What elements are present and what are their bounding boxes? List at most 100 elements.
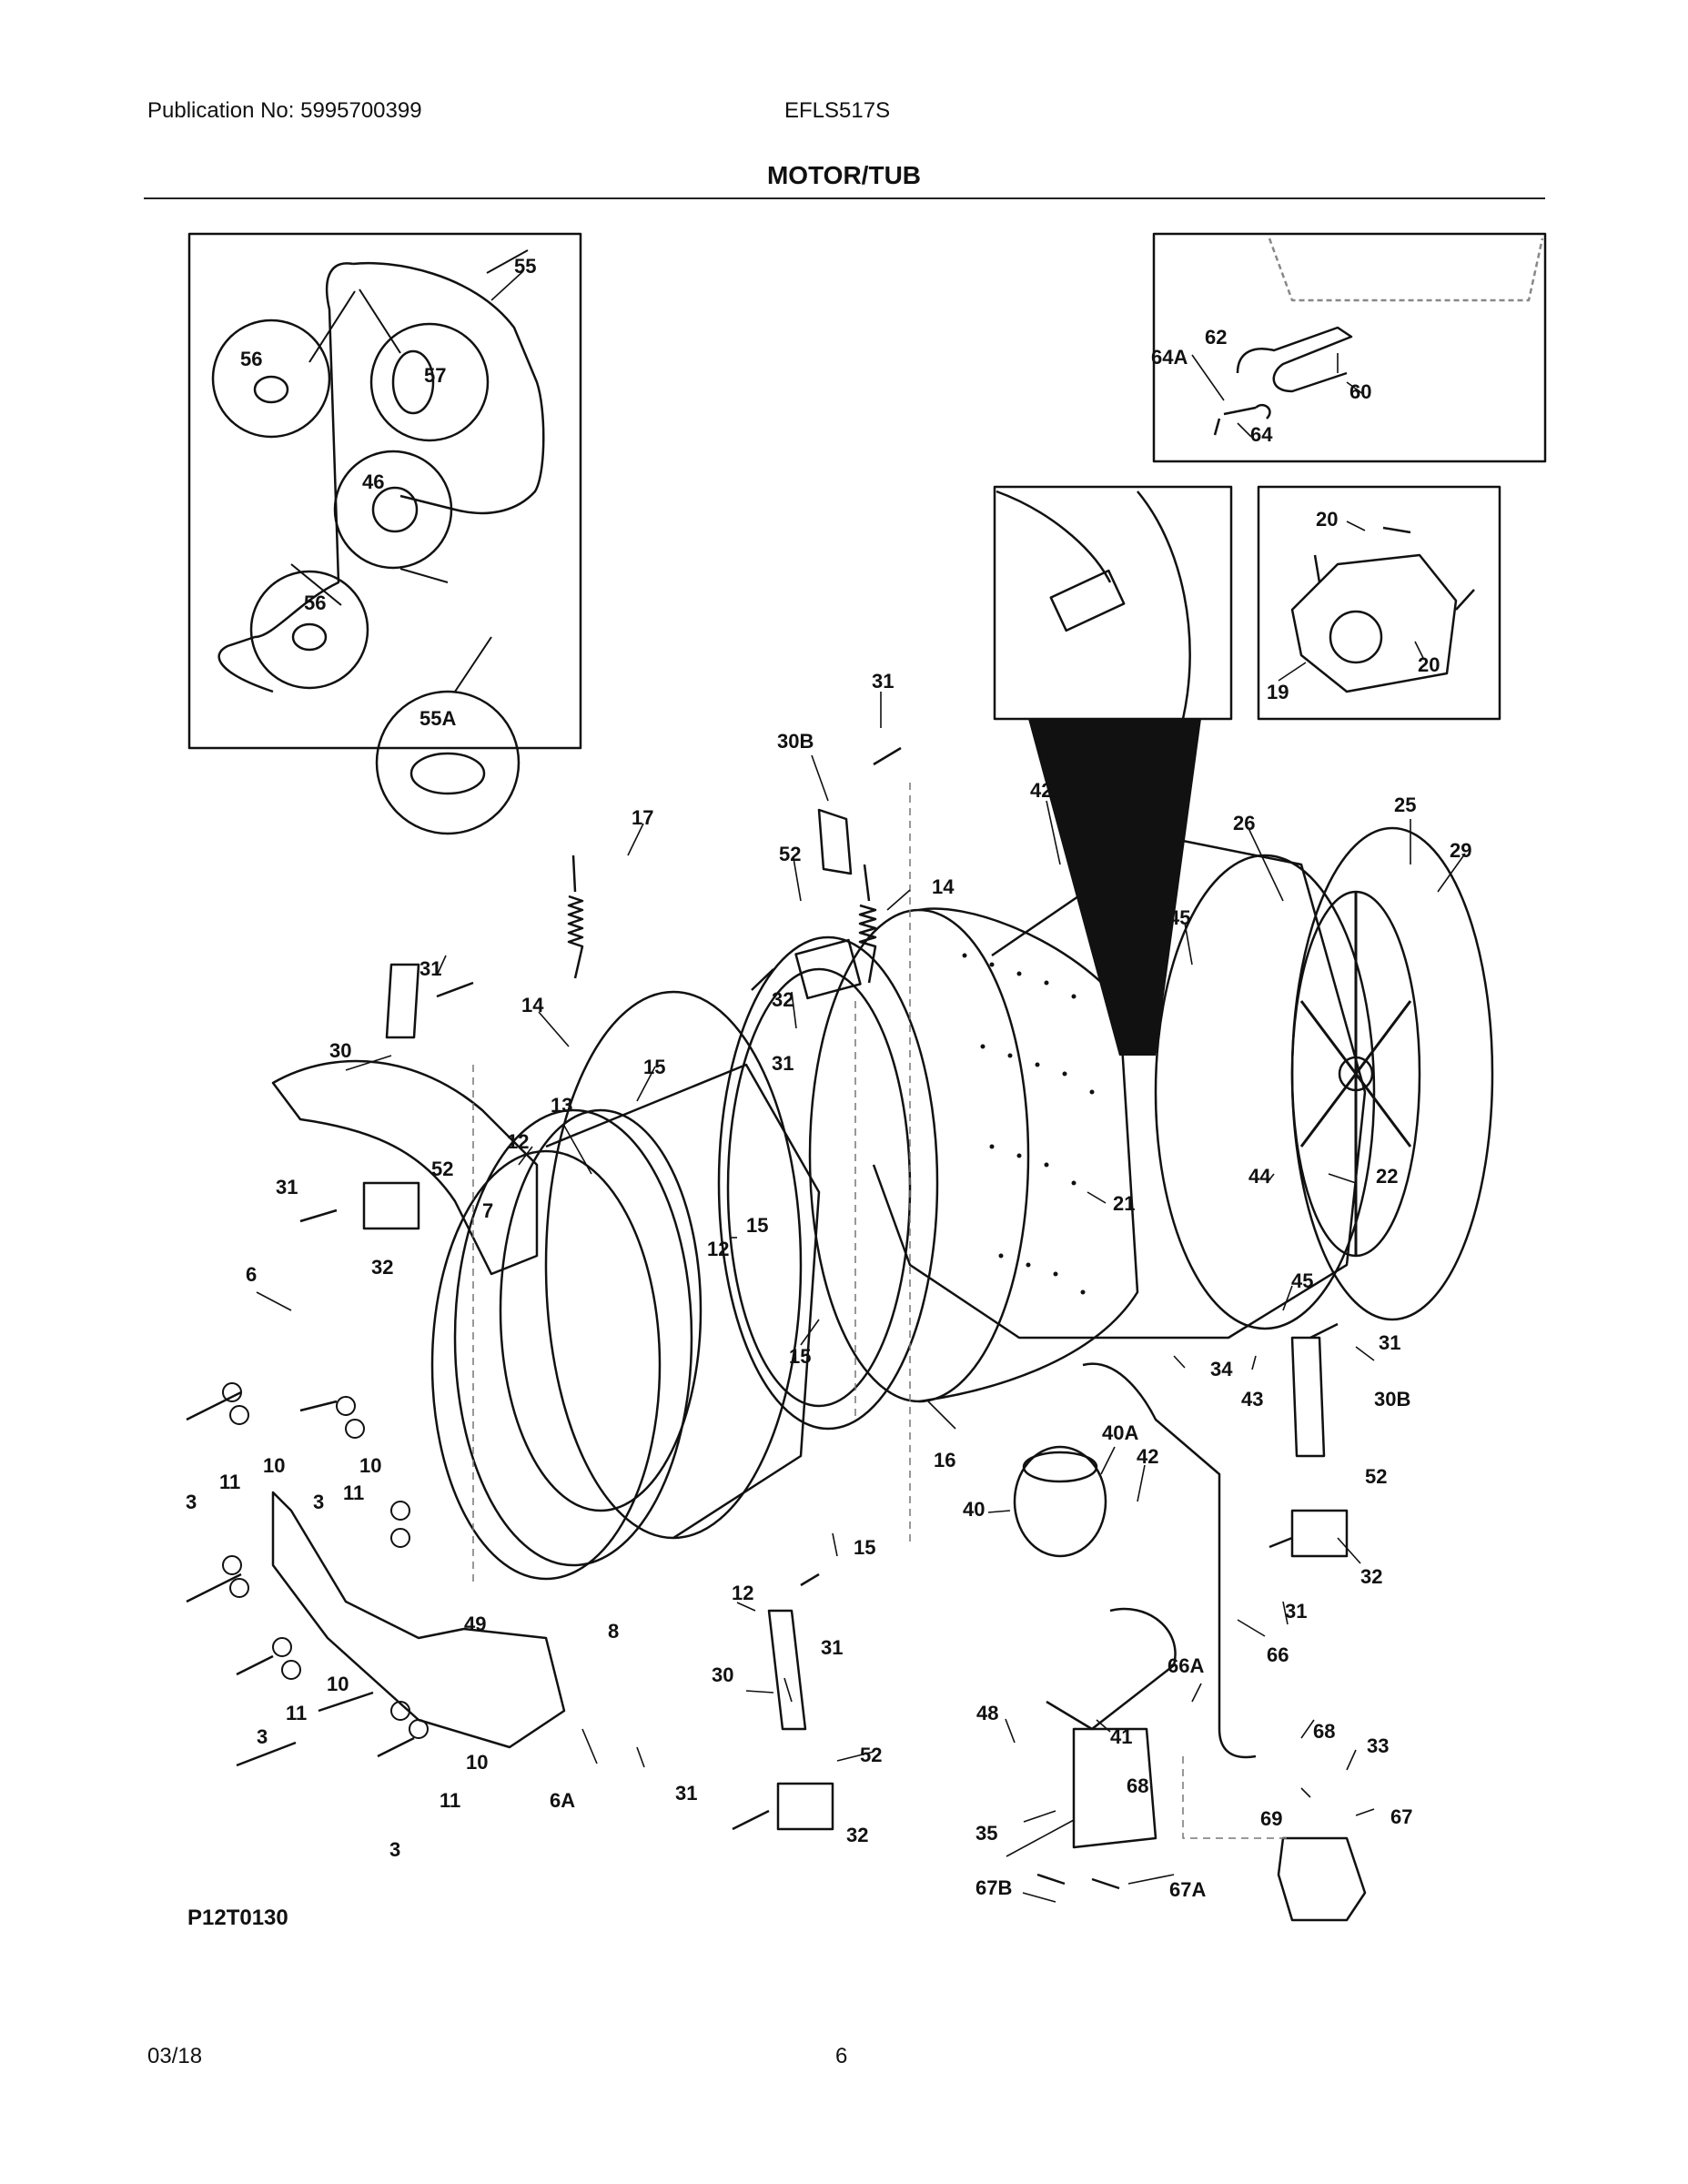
callout-32: 32 (772, 988, 793, 1011)
callout-52: 52 (1365, 1465, 1387, 1488)
outer-tub-rear (1154, 854, 1376, 1330)
callout-67B: 67B (975, 1876, 1012, 1899)
filter-40 (1013, 1445, 1107, 1558)
detail-pointer (1028, 719, 1201, 1056)
callout-6: 6 (246, 1263, 257, 1286)
callout-10: 10 (359, 1454, 381, 1477)
publication-date: 03/18 (147, 2044, 203, 2068)
callout-62: 62 (1205, 326, 1227, 349)
callout-25: 25 (1394, 794, 1416, 816)
callout-26: 26 (1233, 812, 1255, 834)
bolts-31 (299, 746, 1339, 1831)
drum-21-body (918, 907, 1139, 1403)
damper-30-left (385, 963, 420, 1039)
nut-64 (1213, 403, 1271, 436)
callout-14: 14 (521, 994, 544, 1016)
callout-45: 45 (1291, 1269, 1313, 1292)
callout-11: 11 (343, 1481, 364, 1504)
callout-45: 45 (1168, 906, 1190, 929)
clamp-ring-49 (430, 1149, 662, 1581)
callout-66: 66 (1267, 1643, 1289, 1666)
counterweight-6A (271, 1491, 566, 1749)
outer-tub-22 (872, 835, 1367, 1340)
callout-66A: 66A (1167, 1654, 1204, 1677)
inset-hose-box (187, 232, 582, 750)
callout-42: 42 (1137, 1445, 1158, 1468)
clamp-46 (371, 486, 419, 533)
spring-14-left (567, 854, 584, 979)
filter-cap-40A (1022, 1451, 1098, 1483)
callout-48: 48 (976, 1702, 998, 1724)
callout-56: 56 (304, 592, 326, 614)
pump-35 (1072, 1727, 1157, 1849)
callout-55A: 55A (419, 707, 456, 730)
damper-30-bottom (767, 1609, 807, 1731)
grommet-57 (391, 349, 435, 415)
callout-30: 30 (329, 1039, 351, 1062)
inset-motor-box (1257, 485, 1501, 721)
callout-46: 46 (362, 470, 384, 493)
callout-40: 40 (963, 1498, 985, 1521)
callout-31: 31 (419, 957, 441, 980)
pulley-hub (1338, 1056, 1374, 1092)
callout-30B: 30B (777, 730, 814, 753)
bracket-32-right (1290, 1509, 1349, 1558)
callout-44: 44 (1248, 1165, 1271, 1188)
bracket-32-bottom (776, 1782, 834, 1831)
callout-3: 3 (389, 1838, 400, 1861)
callout-3: 3 (186, 1491, 197, 1513)
callout-15: 15 (789, 1345, 811, 1368)
page-number: 6 (835, 2044, 848, 2068)
callout-31: 31 (872, 670, 894, 693)
hose-part-55-b (352, 261, 545, 515)
counterweight-6 (271, 1059, 539, 1276)
callout-12: 12 (507, 1130, 529, 1153)
callout-49: 49 (464, 1613, 486, 1635)
callout-67A: 67A (1169, 1878, 1206, 1901)
damper-30B-right (1290, 1336, 1326, 1458)
pressure-switch-67 (1277, 1836, 1367, 1922)
callout-11: 11 (286, 1702, 307, 1724)
callout-52: 52 (779, 843, 801, 865)
clamp-56-top (253, 375, 289, 404)
callout-30B: 30B (1374, 1388, 1410, 1410)
publication-number: Publication No: 5995700399 (147, 98, 422, 123)
motor-19 (1290, 553, 1458, 693)
front-ring-16 (717, 935, 939, 1431)
callout-32: 32 (846, 1824, 868, 1846)
callout-42: 42 (1030, 779, 1052, 802)
callout-29: 29 (1450, 839, 1471, 862)
callout-52: 52 (860, 1744, 882, 1766)
bracket-32-left (362, 1181, 420, 1230)
detail-circle-57 (369, 322, 490, 442)
callout-31: 31 (675, 1782, 697, 1805)
callout-67: 67 (1390, 1805, 1412, 1828)
callout-32: 32 (1360, 1565, 1382, 1588)
callout-57: 57 (424, 364, 446, 387)
hose-66 (1082, 1362, 1257, 1759)
detail-circle-55A (375, 690, 521, 835)
callout-40A: 40A (1102, 1421, 1138, 1444)
spring-14-right (858, 864, 877, 984)
motor-rotor (1329, 610, 1383, 664)
callout-10: 10 (263, 1454, 285, 1477)
callout-16: 16 (934, 1449, 955, 1471)
callout-31: 31 (276, 1176, 298, 1198)
callout-20: 20 (1418, 653, 1440, 676)
callout-12: 12 (707, 1238, 729, 1260)
drum-21-front (808, 908, 1030, 1403)
callout-15: 15 (854, 1536, 875, 1559)
callout-34: 34 (1210, 1358, 1233, 1380)
clamp-56-bottom (291, 622, 328, 652)
callout-35: 35 (975, 1822, 997, 1845)
washer-55A (409, 752, 486, 795)
callout-12: 12 (732, 1582, 753, 1604)
callout-41: 41 (1110, 1725, 1132, 1748)
callout-11: 11 (440, 1789, 460, 1812)
detail-circle-46 (333, 450, 453, 570)
connectors-67 (1036, 1873, 1120, 1890)
damper-30B-top (817, 808, 853, 875)
detail-circle-56-bottom (249, 570, 369, 690)
callout-8: 8 (608, 1620, 619, 1643)
drawing-code: P12T0130 (187, 1906, 288, 1930)
